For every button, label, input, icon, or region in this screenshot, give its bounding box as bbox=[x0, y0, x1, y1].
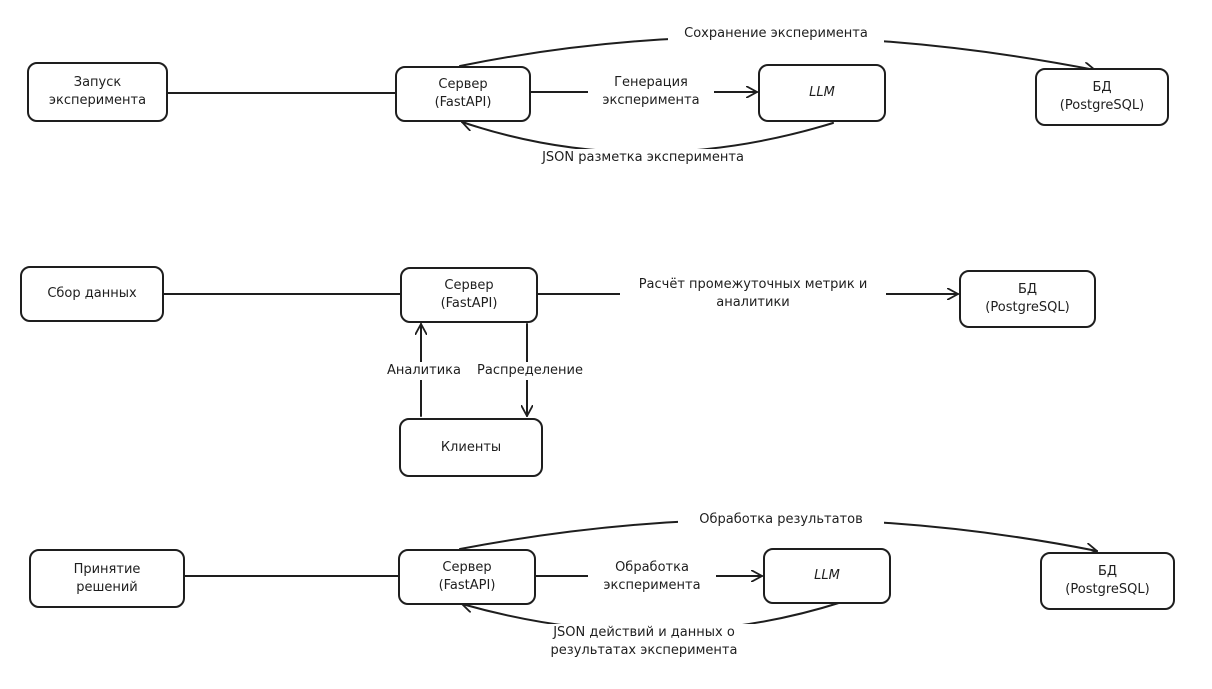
server-node-3: Сервер (FastAPI) bbox=[398, 549, 536, 605]
generate-experiment-label: Генерация эксперимента bbox=[588, 74, 714, 110]
server-node-2: Сервер (FastAPI) bbox=[400, 267, 538, 323]
db-node-2: БД (PostgreSQL) bbox=[959, 270, 1096, 328]
db-node-1: БД (PostgreSQL) bbox=[1035, 68, 1169, 126]
save-experiment-label: Сохранение эксперимента bbox=[668, 25, 884, 43]
llm-node-3: LLM bbox=[763, 548, 891, 604]
start-experiment-node: Запуск эксперимента bbox=[27, 62, 168, 122]
decision-making-node: Принятие решений bbox=[29, 549, 185, 608]
arrow-llm-server-1 bbox=[462, 122, 834, 154]
results-processing-label: Обработка результатов bbox=[678, 511, 884, 529]
clients-node: Клиенты bbox=[399, 418, 543, 477]
experiment-processing-label: Обработка эксперимента bbox=[588, 559, 716, 595]
llm-node-1: LLM bbox=[758, 64, 886, 122]
db-node-3: БД (PostgreSQL) bbox=[1040, 552, 1175, 610]
server-node-1: Сервер (FastAPI) bbox=[395, 66, 531, 122]
analytics-label: Аналитика bbox=[378, 362, 470, 380]
json-actions-label: JSON действий и данных о результатах экс… bbox=[500, 624, 788, 660]
distribution-label: Распределение bbox=[466, 362, 594, 380]
data-collection-node: Сбор данных bbox=[20, 266, 164, 322]
json-markup-label: JSON разметка эксперимента bbox=[520, 149, 766, 167]
metrics-analytics-label: Расчёт промежуточных метрик и аналитики bbox=[620, 276, 886, 312]
